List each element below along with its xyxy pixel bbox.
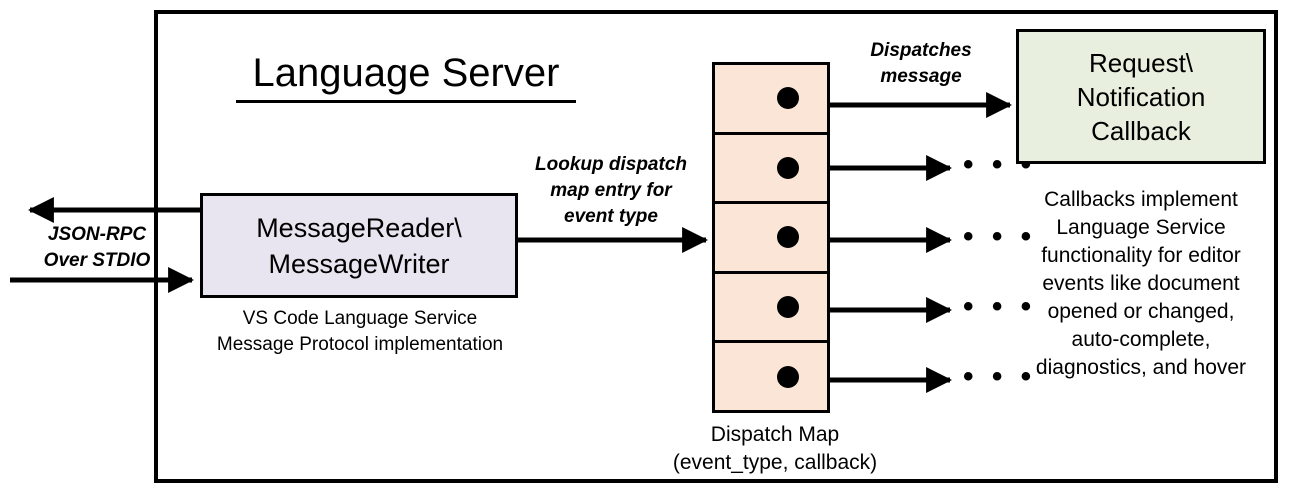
node-message-reader-writer[interactable]: MessageReader\ MessageWriter — [200, 193, 518, 298]
node-dispatch-map[interactable] — [712, 62, 830, 413]
edge-label-lookup: Lookup dispatch map entry for event type — [535, 154, 687, 227]
dispatch-map-row[interactable] — [715, 343, 827, 410]
dispatch-entry-dot-icon — [777, 87, 799, 110]
dispatch-map-row[interactable] — [715, 65, 827, 135]
dispatch-map-row[interactable] — [715, 273, 827, 344]
dispatch-entry-dot-icon — [777, 156, 799, 179]
node-request-notification-callback[interactable]: Request\ Notification Callback — [1016, 29, 1266, 164]
node-message-reader-writer-label: MessageReader\ MessageWriter — [256, 212, 462, 279]
dispatch-entry-dot-icon — [777, 226, 799, 249]
dispatch-entry-dot-icon — [777, 296, 799, 319]
edge-label-transport: JSON-RPC Over STDIO — [43, 224, 151, 271]
node-request-notification-callback-label: Request\ Notification Callback — [1076, 47, 1206, 146]
node-request-notification-callback-caption: Callbacks implement Language Service fun… — [1035, 188, 1247, 379]
dispatch-map-row[interactable] — [715, 134, 827, 205]
edge-label-dispatch: Dispatches message — [870, 40, 972, 87]
node-dispatch-map-caption: Dispatch Map (event_type, callback) — [672, 423, 878, 474]
node-message-reader-writer-caption: VS Code Language Service Message Protoco… — [216, 308, 504, 355]
language-server-boundary — [154, 10, 1278, 483]
page-title: Language Server — [236, 48, 576, 103]
dispatch-map-row[interactable] — [715, 204, 827, 274]
dispatch-entry-dot-icon — [777, 365, 799, 388]
